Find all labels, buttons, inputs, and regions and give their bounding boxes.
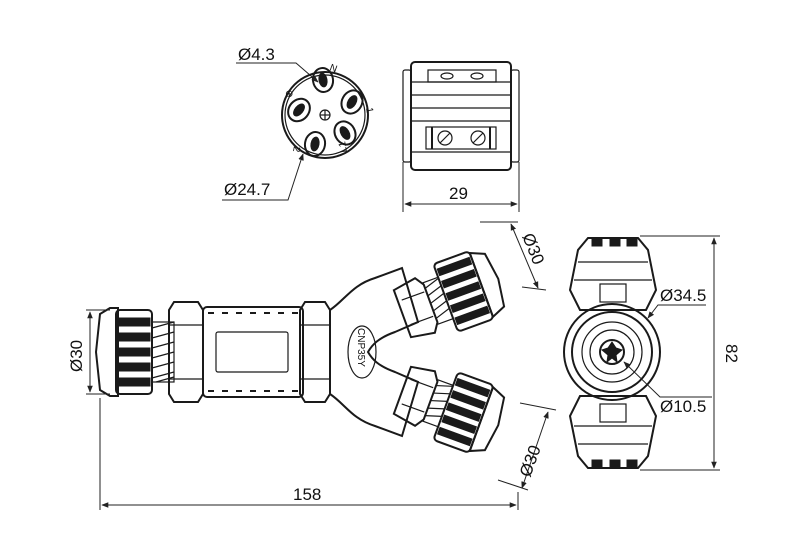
pin-diameter-label: Ø4.3 (238, 45, 275, 64)
end-view: Ø34.5 Ø10.5 82 (563, 235, 741, 471)
upper-branch (392, 251, 506, 339)
end-view-outer-ring (563, 303, 661, 401)
left-gland-cap (94, 307, 119, 397)
body-grip-dashes (208, 312, 298, 392)
pin-number-1: 1 (363, 107, 375, 115)
right-hex-nut (299, 301, 331, 403)
terminal-screw-right (470, 130, 486, 146)
terminal-screw-left (437, 130, 453, 146)
left-gland-grip (117, 317, 151, 387)
main-y-view: CNP35Y (67, 221, 557, 510)
lower-branch-diameter-label: Ø30 (516, 443, 545, 480)
end-view-bottom-gland (568, 395, 658, 469)
body-label-window (215, 331, 289, 373)
outer-diameter-label: Ø34.5 (660, 286, 706, 305)
y-splitter-body (329, 266, 420, 438)
face-diameter-label: Ø24.7 (224, 180, 270, 199)
pin-face-outline (281, 71, 369, 159)
pin-number-l1: L1 (337, 140, 350, 153)
lower-branch (392, 365, 506, 453)
model-mark: CNP35Y (355, 328, 366, 367)
side-view: 29 (402, 61, 520, 212)
pin-face-view: 1 2 L1 ⊕ N Ø4.3 Ø24.7 (222, 45, 375, 201)
upper-branch-diameter-label: Ø30 (518, 230, 548, 267)
side-width-label: 29 (449, 184, 468, 203)
pin-number-2: 2 (290, 145, 302, 153)
connector-body (202, 306, 304, 398)
pin-number-n: N (328, 62, 339, 75)
height-label: 82 (722, 344, 741, 363)
left-hex-nut (168, 301, 204, 403)
pin-number-ground: ⊕ (285, 89, 293, 100)
end-view-bore (599, 339, 625, 365)
end-view-top-gland (568, 237, 658, 311)
body-diameter-label: Ø30 (67, 340, 86, 372)
inner-diameter-label: Ø10.5 (660, 397, 706, 416)
pin-contacts (287, 67, 364, 157)
overall-length-label: 158 (293, 485, 321, 504)
